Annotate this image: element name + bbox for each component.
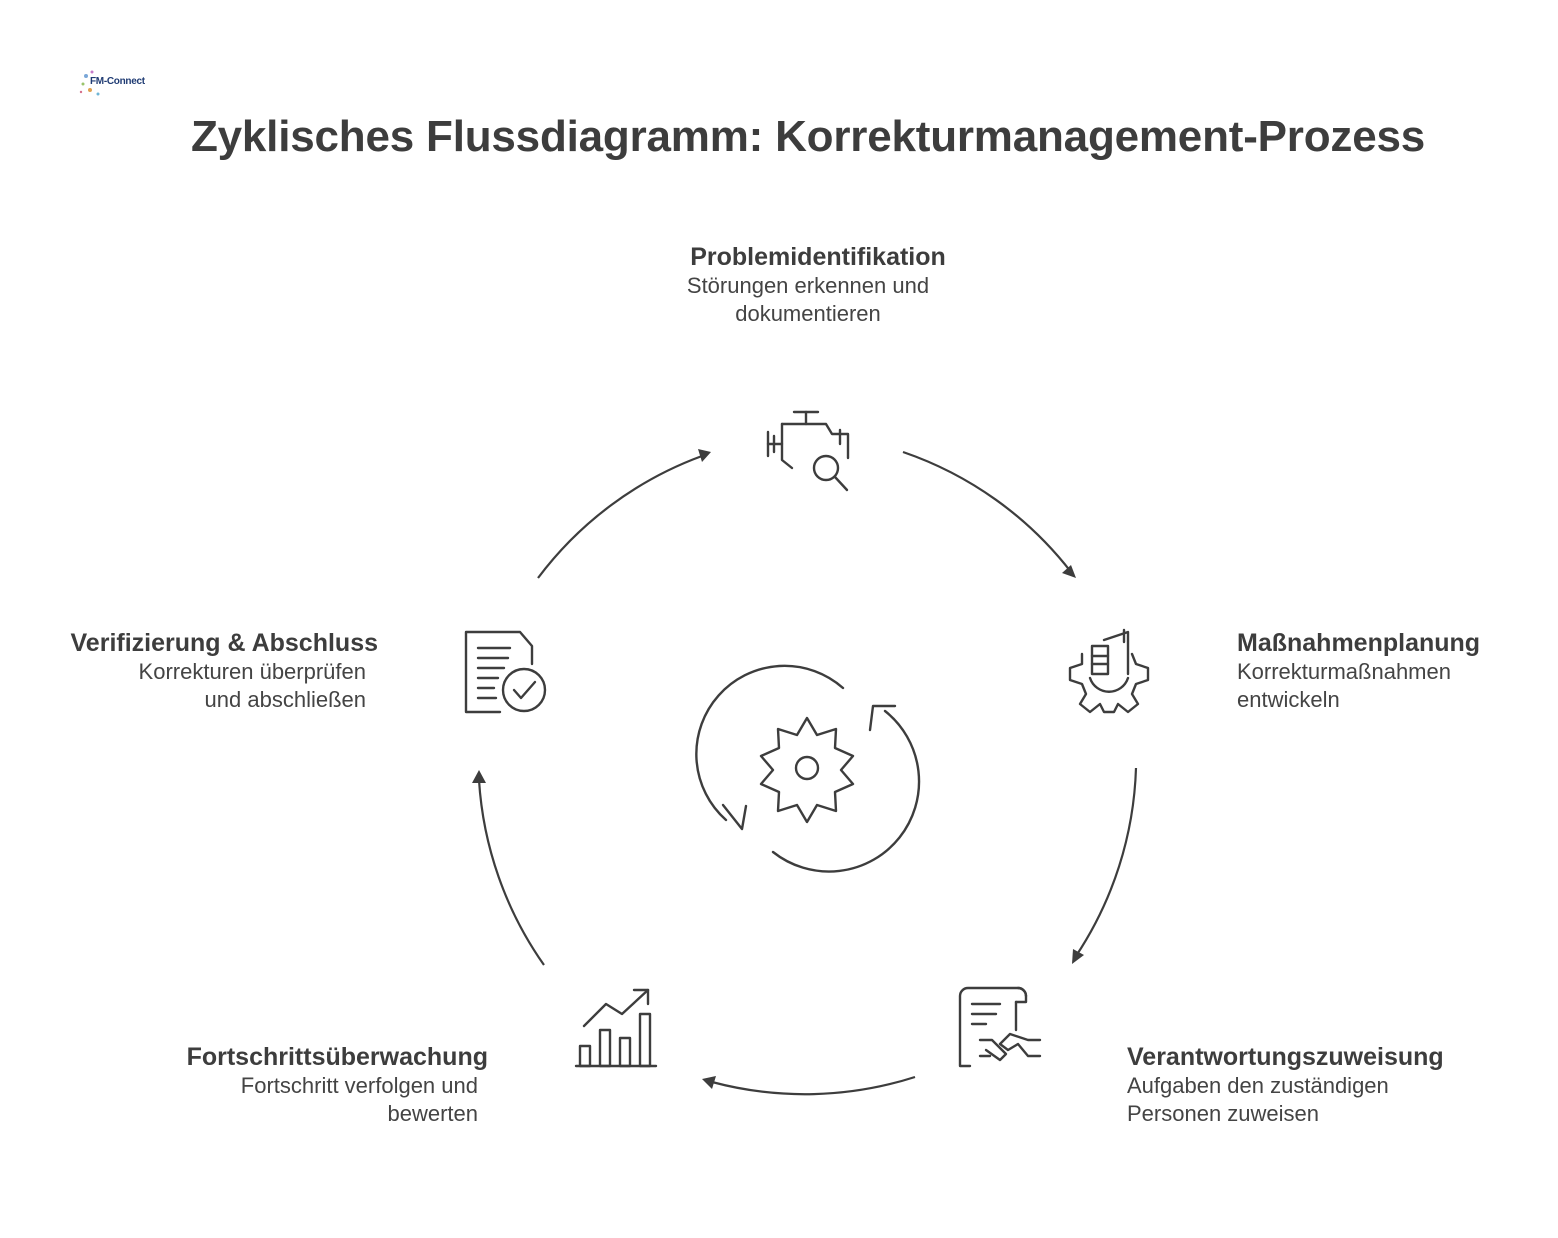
arrow-5-to-1: [537, 454, 703, 579]
page-title: Zyklisches Flussdiagramm: Korrekturmanag…: [190, 112, 1426, 161]
step-title: Fortschrittsüberwachung: [186, 1043, 488, 1071]
bar-chart-growth-icon: [574, 988, 658, 1068]
logo: FM-Connect: [78, 66, 148, 100]
arrow-2-to-3: [1075, 767, 1138, 957]
contract-handshake-icon: [958, 986, 1042, 1068]
step-title: Verifizierung & Abschluss: [70, 629, 378, 657]
arrowhead: [1072, 949, 1084, 964]
logo-dots-icon: [79, 70, 100, 96]
step-description: Aufgaben den zuständigen Personen zuweis…: [1127, 1073, 1389, 1126]
step-massnahmenplanung: Maßnahmenplanung Korrekturmaßnahmen entw…: [1237, 628, 1537, 714]
engine-search-icon: [766, 410, 850, 492]
step-description: Korrekturen überprüfen und abschließen: [138, 659, 366, 712]
arrowhead: [1062, 565, 1076, 578]
step-title: Maßnahmenplanung: [1237, 629, 1481, 657]
step-fortschrittsueberwachung: Fortschrittsüberwachung Fortschritt verf…: [88, 1042, 488, 1128]
arrowhead: [472, 770, 486, 783]
arrow-3-to-4: [711, 1075, 916, 1096]
step-description: Fortschritt verfolgen und bewerten: [240, 1073, 478, 1126]
step-title: Verantwortungszuweisung: [1127, 1043, 1444, 1071]
arrow-1-to-2: [902, 450, 1072, 573]
logo-text: FM-Connect: [90, 76, 145, 87]
step-problemidentifikation: Problemidentifikation Störungen erkennen…: [598, 242, 1018, 328]
arrowhead: [702, 1076, 716, 1089]
step-verifizierung-abschluss: Verifizierung & Abschluss Korrekturen üb…: [0, 628, 378, 714]
step-verantwortungszuweisung: Verantwortungszuweisung Aufgaben den zus…: [1127, 1042, 1527, 1128]
arrow-4-to-5: [477, 779, 545, 966]
cycle-arrows: [472, 449, 1138, 1096]
step-description: Korrekturmaßnahmen entwickeln: [1237, 659, 1451, 712]
step-title: Problemidentifikation: [690, 243, 946, 271]
arrowhead: [698, 449, 711, 462]
step-description: Störungen erkennen und dokumentieren: [686, 273, 930, 326]
gear-cycle-icon: [695, 664, 921, 873]
document-check-icon: [464, 630, 547, 714]
gear-building-icon: [1068, 628, 1150, 714]
